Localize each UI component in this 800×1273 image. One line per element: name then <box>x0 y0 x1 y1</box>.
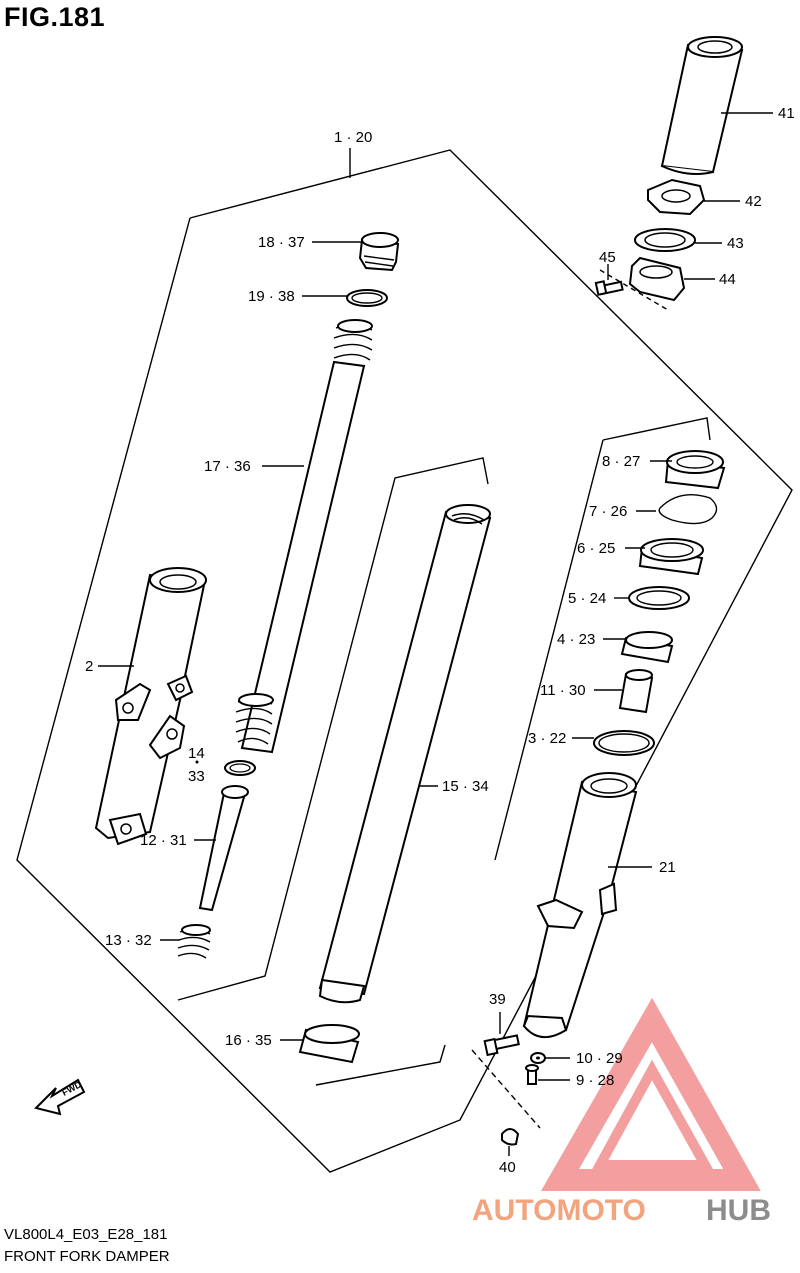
watermark-logo <box>540 997 761 1191</box>
label-33: 33 <box>188 768 205 785</box>
watermark-text-a: AUTOMOTO <box>472 1194 646 1227</box>
label-7-26: 7 · 26 <box>589 503 627 520</box>
part-10-washer[interactable] <box>530 1052 546 1064</box>
label-12-31: 12 · 31 <box>140 832 187 849</box>
figure-title: FIG.181 <box>4 2 106 32</box>
assembly-outline-damper <box>177 457 489 1001</box>
label-11-30: 11 · 30 <box>540 682 586 699</box>
part-19-o-ring[interactable] <box>346 289 388 307</box>
part-41-tube-cover[interactable] <box>660 36 744 175</box>
label-13-32: 13 · 32 <box>105 932 152 949</box>
part-15-inner-tube[interactable] <box>318 504 492 1004</box>
label-42: 42 <box>745 193 762 210</box>
dot-marker <box>195 760 199 764</box>
part-2-outer-tube[interactable] <box>94 567 207 846</box>
label-6-25: 6 · 25 <box>577 540 615 557</box>
assembly-outline-right-side <box>494 439 604 861</box>
part-3-circlip[interactable] <box>593 730 655 756</box>
label-39: 39 <box>489 991 506 1008</box>
part-21-outer-tube[interactable] <box>522 772 638 1038</box>
part-4-guide-bushing[interactable] <box>620 631 674 664</box>
label-8-27: 8 · 27 <box>602 453 640 470</box>
part-12-piston-rod[interactable] <box>198 785 249 912</box>
assembly-outline-bolt <box>471 1049 541 1129</box>
label-3-22: 3 · 22 <box>528 730 566 747</box>
label-4-23: 4 · 23 <box>557 631 595 648</box>
label-18-37: 18 · 37 <box>258 234 305 251</box>
part-8-dust-seal[interactable] <box>664 450 726 490</box>
part-13-spring[interactable] <box>177 924 211 959</box>
part-11-oil-lock-piece[interactable] <box>618 669 654 714</box>
label-17-36: 17 · 36 <box>204 458 251 475</box>
part-9-bolt[interactable] <box>525 1064 539 1085</box>
label-44: 44 <box>719 271 736 288</box>
label-1-20: 1 · 20 <box>334 129 372 146</box>
label-5-24: 5 · 24 <box>568 590 606 607</box>
forward-direction-arrow: FWD <box>34 1078 86 1116</box>
label-2: 2 <box>85 658 93 675</box>
label-41: 41 <box>778 105 795 122</box>
part-45-bolt[interactable] <box>594 280 624 296</box>
part-43-washer[interactable] <box>634 228 696 252</box>
label-16-35: 16 · 35 <box>225 1032 272 1049</box>
label-15-34: 15 · 34 <box>442 778 489 795</box>
label-10-29: 10 · 29 <box>576 1050 623 1067</box>
part-6-oil-seal[interactable] <box>638 538 704 576</box>
part-16-bushing[interactable] <box>298 1024 360 1064</box>
label-40: 40 <box>499 1159 516 1176</box>
label-45: 45 <box>599 249 616 266</box>
assembly-outline-main <box>16 149 793 1173</box>
part-42-nut[interactable] <box>647 178 706 216</box>
part-14-ring[interactable] <box>224 760 256 776</box>
label-43: 43 <box>727 235 744 252</box>
watermark-text-b: HUB <box>706 1194 771 1227</box>
part-18-cap-bolt[interactable] <box>358 232 400 272</box>
label-9-28: 9 · 28 <box>576 1072 614 1089</box>
label-14: 14 <box>188 745 205 762</box>
part-39-bolt[interactable] <box>483 1034 520 1057</box>
part-17-damper-rod[interactable] <box>235 319 373 754</box>
label-21: 21 <box>659 859 676 876</box>
footer-name: FRONT FORK DAMPER <box>4 1248 170 1265</box>
part-44-clamp[interactable] <box>628 256 686 302</box>
footer-code: VL800L4_E03_E28_181 <box>4 1226 168 1243</box>
assembly-outline-right <box>602 417 711 441</box>
label-19-38: 19 · 38 <box>248 288 295 305</box>
assembly-outline-damper-lower <box>315 1044 446 1086</box>
assembly-outline-stem <box>599 269 669 311</box>
part-40-cap[interactable] <box>501 1128 520 1146</box>
part-5-washer[interactable] <box>628 586 690 610</box>
part-7-stopper-ring[interactable] <box>658 494 718 525</box>
